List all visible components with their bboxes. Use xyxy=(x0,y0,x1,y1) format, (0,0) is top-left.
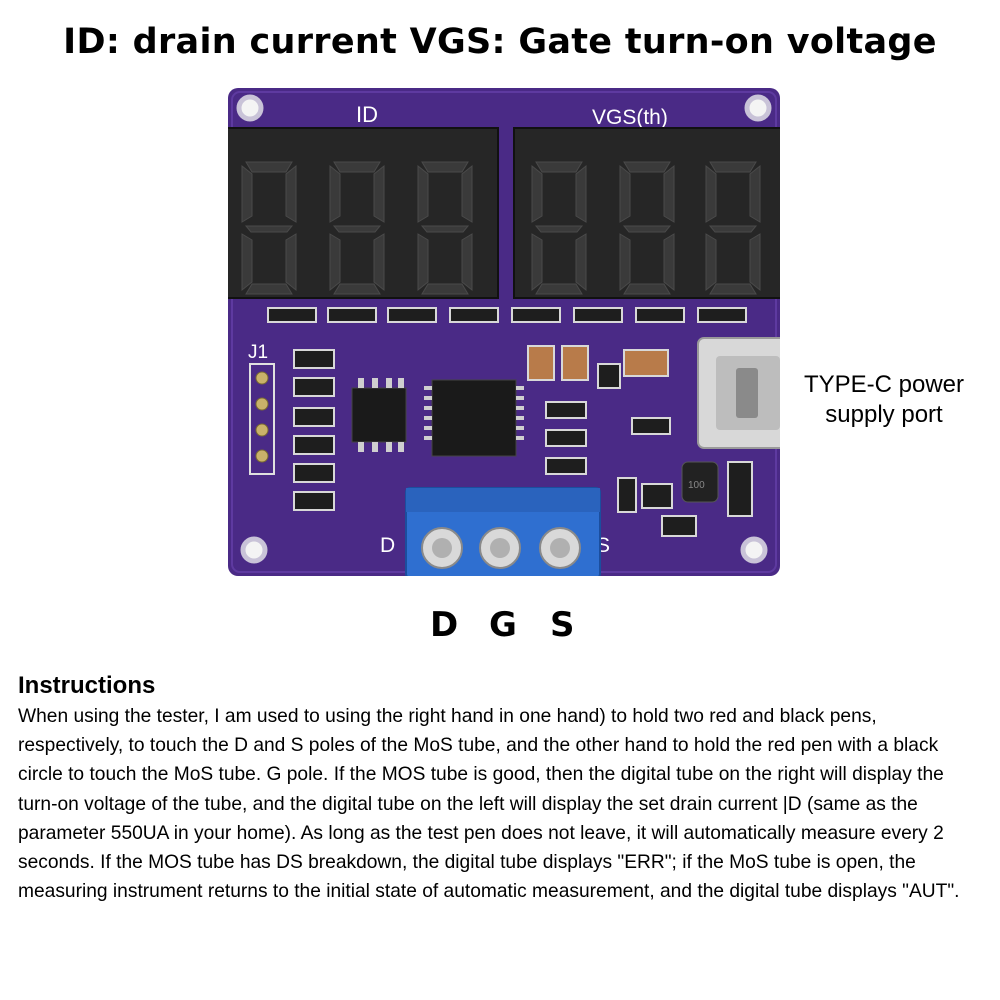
vgs-display xyxy=(513,127,780,299)
pin-label-d: D xyxy=(430,605,459,645)
j1-header xyxy=(249,363,275,475)
screw-terminal xyxy=(405,487,601,576)
instructions-heading: Instructions xyxy=(18,672,156,699)
inductor xyxy=(681,461,719,503)
pin-label-g: G xyxy=(489,605,517,645)
page-title: ID: drain current VGS: Gate turn-on volt… xyxy=(63,22,937,62)
passive-components xyxy=(293,349,335,511)
mos-tester-board-image: ID VGS(th) J1 D S xyxy=(228,88,780,576)
ic-chips xyxy=(351,378,524,457)
typec-port-label: TYPE-C power supply port xyxy=(784,370,984,430)
silk-id-label: ID xyxy=(356,102,378,127)
silk-d-label: D xyxy=(380,534,395,557)
typec-label-line2: supply port xyxy=(825,401,943,428)
typec-label-line1: TYPE-C power xyxy=(803,371,965,398)
usb-c-port xyxy=(697,337,780,449)
instructions-body: When using the tester, I am used to usin… xyxy=(18,706,960,903)
resistor-row xyxy=(267,307,747,323)
id-display xyxy=(228,127,499,299)
pin-label-s: S xyxy=(550,605,575,645)
svg-text:100: 100 xyxy=(688,480,705,491)
mounting-holes xyxy=(236,94,772,564)
silk-j1-label: J1 xyxy=(248,342,268,363)
silk-vgs-label: VGS(th) xyxy=(592,106,668,129)
right-components xyxy=(527,345,753,537)
